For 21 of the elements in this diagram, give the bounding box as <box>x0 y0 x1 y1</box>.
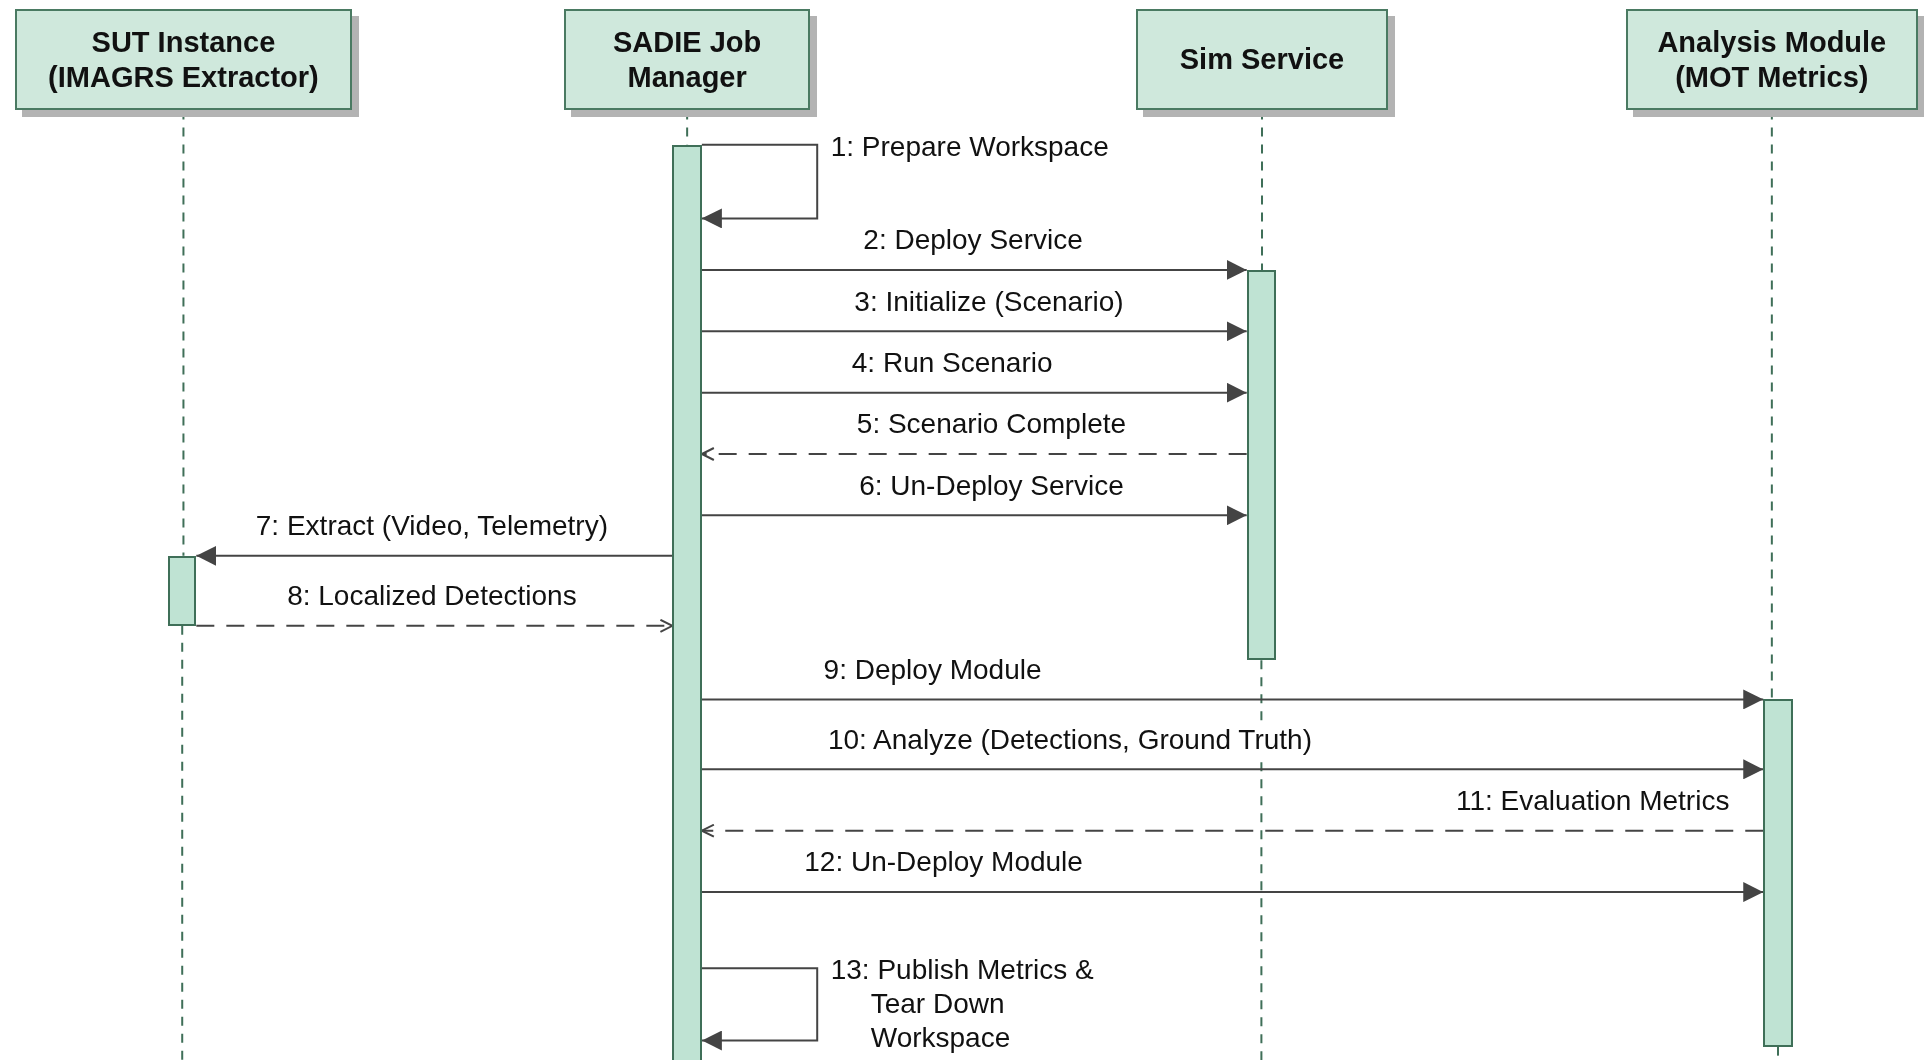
message-arrow <box>700 689 1765 710</box>
lifeline-title: Sim Service <box>1179 42 1345 77</box>
self-message-arrow <box>700 967 819 1051</box>
message-arrow <box>700 382 1248 403</box>
message-arrow <box>700 505 1248 526</box>
activation-bar <box>1763 699 1793 1047</box>
activation-bar <box>1246 269 1277 661</box>
return-message-arrow <box>195 618 674 633</box>
self-message-arrow <box>700 143 819 229</box>
return-message-arrow <box>700 447 1248 461</box>
lifeline-title: SUT Instance (IMAGRS Extractor) <box>47 24 320 95</box>
lifeline-title: SADIE Job Manager <box>612 24 763 95</box>
message-arrow <box>700 759 1765 780</box>
lifeline-title: Analysis Module (MOT Metrics) <box>1656 24 1888 95</box>
return-message-arrow <box>700 823 1765 838</box>
message-arrow <box>195 545 674 566</box>
activation-bar <box>672 144 702 1060</box>
message-arrow <box>700 321 1248 342</box>
activation-bar <box>168 555 197 626</box>
message-arrow <box>700 882 1765 903</box>
message-arrow <box>700 259 1248 280</box>
